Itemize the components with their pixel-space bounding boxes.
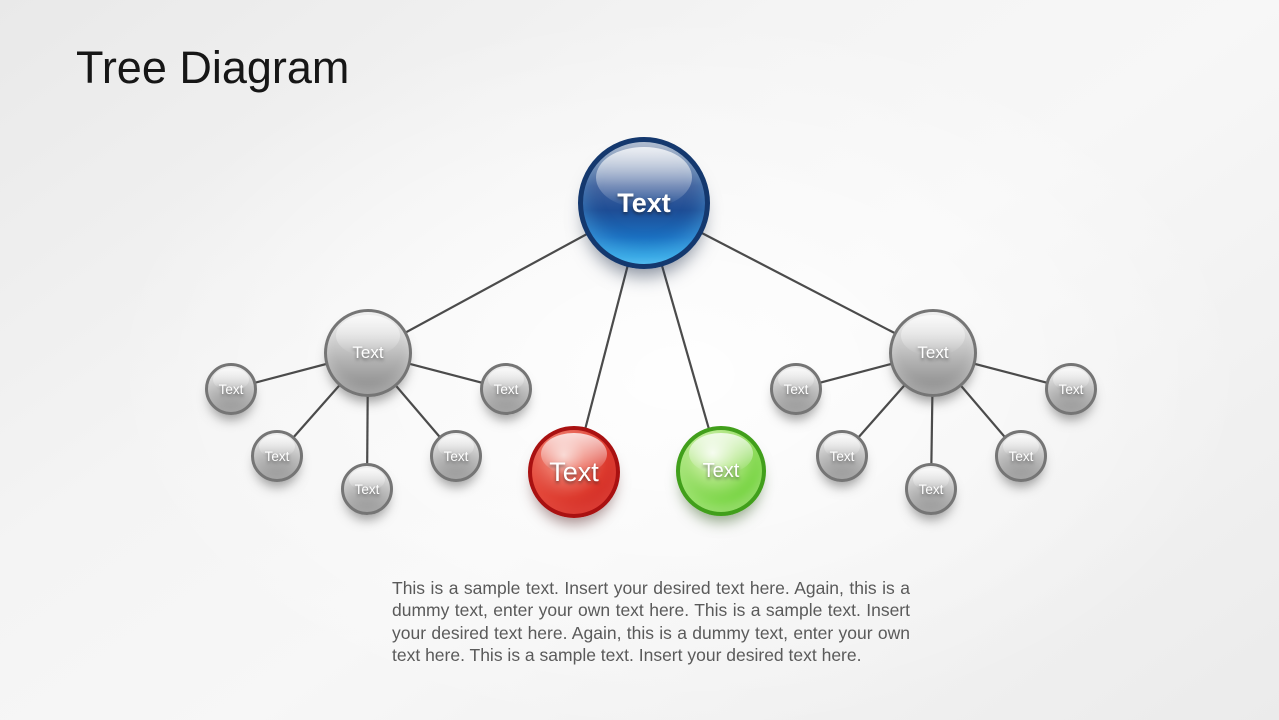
node-label: Text — [218, 381, 244, 397]
tree-node-leaf-left-3: Text — [341, 463, 393, 515]
node-label: Text — [1058, 381, 1084, 397]
tree-node-leaf-left-1: Text — [205, 363, 257, 415]
tree-node-leaf-right-1: Text — [770, 363, 822, 415]
node-label: Text — [1008, 448, 1034, 464]
node-label: Text — [443, 448, 469, 464]
node-label: Text — [354, 481, 380, 497]
tree-node-leaf-right-3: Text — [905, 463, 957, 515]
body-text: This is a sample text. Insert your desir… — [392, 578, 910, 666]
tree-node-leaf-left-2: Text — [251, 430, 303, 482]
tree-node-leaf-right-4: Text — [995, 430, 1047, 482]
tree-node-root: Text — [578, 137, 710, 269]
node-label: Text — [918, 481, 944, 497]
tree-node-leaf-right-5: Text — [1045, 363, 1097, 415]
node-label: Text — [783, 381, 809, 397]
tree-node-leaf-right-2: Text — [816, 430, 868, 482]
node-label: Text — [829, 448, 855, 464]
node-label: Text — [352, 343, 384, 362]
tree-node-branch-left: Text — [324, 309, 412, 397]
node-label: Text — [493, 381, 519, 397]
node-label: Text — [917, 343, 949, 362]
page-title: Tree Diagram — [76, 42, 350, 93]
tree-node-leaf-green: Text — [676, 426, 766, 516]
node-label: Text — [264, 448, 290, 464]
node-label: Text — [617, 187, 671, 218]
tree-node-leaf-red: Text — [528, 426, 620, 518]
tree-node-leaf-left-4: Text — [430, 430, 482, 482]
node-label: Text — [702, 459, 740, 482]
tree-node-leaf-left-5: Text — [480, 363, 532, 415]
tree-node-branch-right: Text — [889, 309, 977, 397]
node-label: Text — [549, 456, 599, 487]
